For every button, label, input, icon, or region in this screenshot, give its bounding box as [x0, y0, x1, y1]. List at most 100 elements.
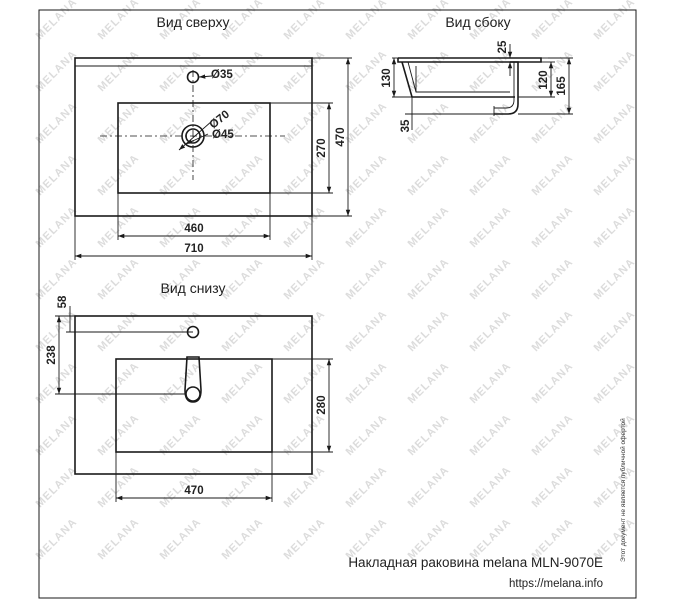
watermark-text: MELANA: [282, 48, 328, 94]
watermark-text: MELANA: [282, 256, 328, 302]
watermark-text: MELANA: [468, 204, 514, 250]
watermark-text: MELANA: [530, 412, 576, 458]
d238-label: 238: [46, 345, 58, 365]
d470h-label: 470: [184, 485, 203, 497]
bottom-view-title: Вид снизу: [160, 280, 225, 296]
watermark-text: MELANA: [344, 152, 390, 198]
watermark-text: MELANA: [96, 204, 142, 250]
watermark-text: MELANA: [96, 308, 142, 354]
watermark-text: MELANA: [344, 308, 390, 354]
watermark-text: MELANA: [158, 152, 204, 198]
watermark-text: MELANA: [592, 412, 638, 458]
watermark-text: MELANA: [96, 48, 142, 94]
watermark-text: MELANA: [344, 256, 390, 302]
footer-url[interactable]: https://melana.info: [509, 578, 603, 590]
watermark-text: MELANA: [282, 308, 328, 354]
watermark-text: MELANA: [344, 204, 390, 250]
watermark-text: MELANA: [282, 464, 328, 510]
watermark-text: MELANA: [96, 360, 142, 406]
watermark-text: MELANA: [220, 256, 266, 302]
bottom-bowl-outline: [115, 358, 273, 453]
watermark-text: MELANA: [406, 48, 452, 94]
watermark-text: MELANA: [34, 204, 80, 250]
top-view: Вид сверху Ø35 Ø70 Ø45 270 470 460: [74, 14, 352, 260]
d45-leader: [185, 133, 209, 145]
watermark-text: MELANA: [406, 100, 452, 146]
watermark-text: MELANA: [96, 464, 142, 510]
d710-label: 710: [184, 243, 203, 255]
watermark-text: MELANA: [34, 100, 80, 146]
watermark-text: MELANA: [530, 360, 576, 406]
drain-circle-inner: [185, 128, 201, 144]
watermark-text: MELANA: [468, 464, 514, 510]
offer-disclaimer: Этот документ не является публичной офер…: [619, 418, 627, 562]
top-outer-outline: [74, 57, 313, 217]
watermark-text: MELANA: [34, 152, 80, 198]
watermark-text: MELANA: [282, 0, 328, 42]
watermark-text: MELANA: [468, 308, 514, 354]
side-view: Вид сбоку 25 130 120 165 35: [381, 14, 573, 132]
d270-label: 270: [316, 138, 328, 157]
watermark-text: MELANA: [34, 256, 80, 302]
watermark-text: MELANA: [406, 412, 452, 458]
watermark-text: MELANA: [220, 516, 266, 562]
watermark-text: MELANA: [468, 256, 514, 302]
watermark-text: MELANA: [468, 48, 514, 94]
side-drain-pipe: [494, 61, 519, 115]
watermark-text: MELANA: [34, 516, 80, 562]
watermark-text: MELANA: [158, 308, 204, 354]
bottom-view: Вид снизу 58 238 280 470: [46, 280, 333, 502]
d130-label: 130: [381, 68, 393, 87]
side-view-title: Вид сбоку: [445, 14, 510, 30]
watermark-text: MELANA: [592, 204, 638, 250]
watermark-text: MELANA: [220, 464, 266, 510]
watermark-text: MELANA: [530, 308, 576, 354]
watermark-text: MELANA: [34, 48, 80, 94]
d25-label: 25: [497, 40, 509, 53]
d120-label: 120: [538, 70, 550, 89]
watermark-text: MELANA: [158, 516, 204, 562]
bottom-outer-outline: [74, 315, 313, 475]
watermark-text: MELANA: [530, 464, 576, 510]
d35-leader: [198, 74, 213, 79]
watermark-text: MELANA: [96, 0, 142, 42]
side-drain-pipe-inner: [494, 62, 515, 109]
d165-label: 165: [556, 76, 568, 96]
sheet-frame: [38, 9, 637, 599]
watermark-text: MELANA: [406, 360, 452, 406]
d280-label: 280: [316, 395, 328, 414]
watermark-text: MELANA: [34, 0, 80, 42]
watermark-text: MELANA: [468, 152, 514, 198]
d470v-label: 470: [335, 127, 347, 146]
d35-label: Ø35: [211, 69, 233, 81]
watermark-text: MELANA: [530, 152, 576, 198]
watermark-text: MELANA: [592, 0, 638, 42]
footer-title: Накладная раковина melana MLN-9070E: [348, 555, 603, 570]
watermark-text: MELANA: [344, 0, 390, 42]
side-rim: [397, 57, 542, 63]
watermark-text: MELANA: [282, 516, 328, 562]
top-view-title: Вид сверху: [157, 14, 230, 30]
watermark-text: MELANA: [344, 100, 390, 146]
watermark-text: MELANA: [592, 308, 638, 354]
d70-leader: [178, 120, 213, 151]
watermark-text: MELANA: [592, 360, 638, 406]
watermark-text: MELANA: [406, 464, 452, 510]
bottom-drain-circle: [185, 386, 201, 402]
watermark-text: MELANA: [220, 308, 266, 354]
watermark-text: MELANA: [34, 360, 80, 406]
watermark-text: MELANA: [96, 516, 142, 562]
watermark-text: MELANA: [406, 152, 452, 198]
d460-label: 460: [184, 223, 203, 235]
watermark-text: MELANA: [282, 204, 328, 250]
watermark-text: MELANA: [34, 412, 80, 458]
watermark-text: MELANA: [468, 412, 514, 458]
top-bowl-outline: [117, 102, 271, 194]
watermark-text: MELANA: [468, 100, 514, 146]
watermark-text: MELANA: [592, 464, 638, 510]
watermark-text: MELANA: [406, 256, 452, 302]
watermark-text: MELANA: [530, 204, 576, 250]
watermark-text: MELANA: [282, 152, 328, 198]
watermark-text: MELANA: [592, 256, 638, 302]
